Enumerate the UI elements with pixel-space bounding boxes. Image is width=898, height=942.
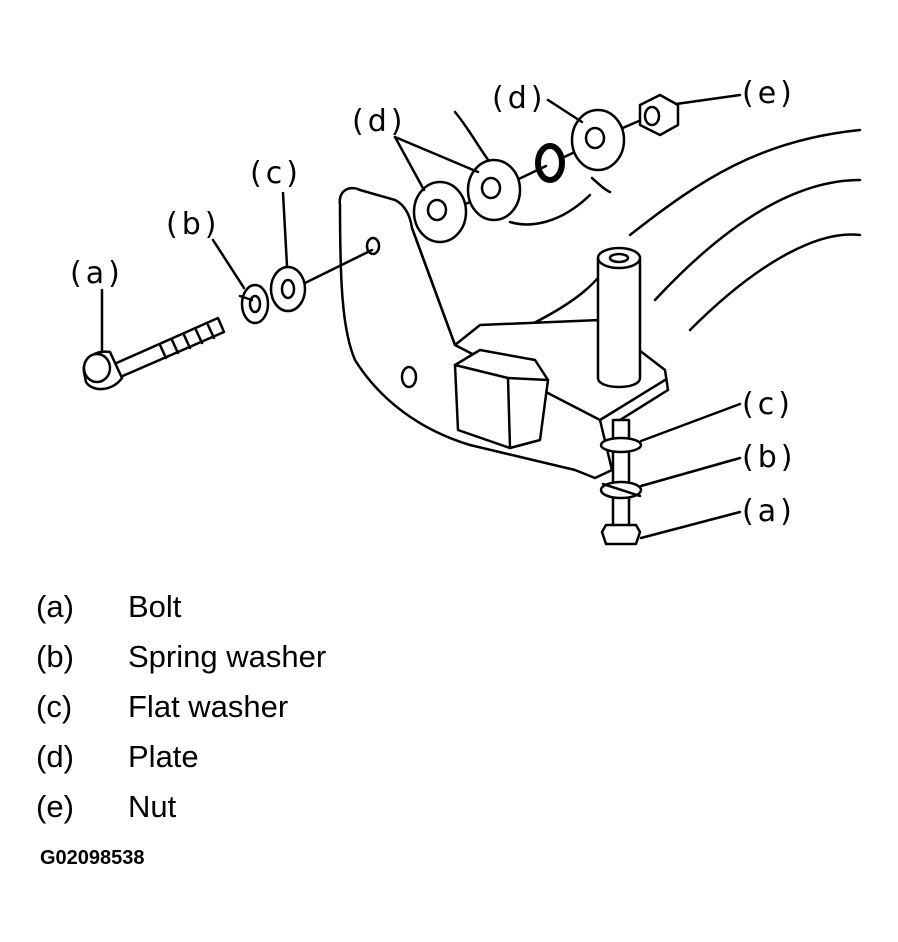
legend-label: Nut bbox=[128, 789, 177, 824]
bushing-ring bbox=[535, 143, 565, 183]
legend-key: (c) bbox=[36, 689, 73, 724]
legend-item-flat-washer: (c) Flat washer bbox=[36, 682, 326, 732]
legend-key: (e) bbox=[36, 789, 74, 824]
callout-a-right: (a) bbox=[742, 494, 796, 529]
upper-fastener-chain bbox=[412, 93, 680, 244]
parts-legend: (a) Bolt (b) Spring washer (c) Flat wash… bbox=[36, 582, 326, 832]
legend-label: Spring washer bbox=[128, 639, 327, 674]
lower-bolt-head bbox=[600, 523, 642, 546]
leader-lines bbox=[100, 93, 742, 540]
callout-d-top: (d) bbox=[492, 81, 546, 116]
legend-label: Bolt bbox=[128, 589, 182, 624]
callout-e-top: (e) bbox=[742, 76, 796, 111]
lower-fastener-stack bbox=[599, 418, 643, 546]
legend-key: (a) bbox=[36, 589, 74, 624]
legend-key: (b) bbox=[36, 639, 74, 674]
lower-flat-washer bbox=[599, 436, 643, 454]
callout-b-right: (b) bbox=[742, 440, 796, 475]
exploded-assembly-diagram: (a) (b) (c) (d) (d) (e) (c) (b) (a) bbox=[70, 76, 862, 546]
callout-c-right: (c) bbox=[742, 387, 794, 422]
legend-key: (d) bbox=[36, 739, 74, 774]
legend-item-spring-washer: (b) Spring washer bbox=[36, 632, 326, 682]
legend-item-nut: (e) Nut bbox=[36, 782, 326, 832]
figure-id: G02098538 bbox=[40, 847, 145, 869]
callout-c-left: (c) bbox=[250, 156, 302, 191]
callout-d-left: (d) bbox=[352, 104, 406, 139]
bushing-block bbox=[453, 348, 550, 450]
bracket-hole-lower bbox=[400, 365, 418, 389]
legend-item-plate: (d) Plate bbox=[36, 732, 326, 782]
left-bolt-shank bbox=[110, 316, 226, 380]
stabilizer-bracket bbox=[338, 186, 670, 480]
legend-label: Flat washer bbox=[128, 689, 289, 724]
callout-a-left: (a) bbox=[70, 256, 124, 291]
left-fastener-chain bbox=[82, 248, 374, 391]
legend-label: Plate bbox=[128, 739, 199, 774]
stud-pipe bbox=[596, 246, 642, 389]
callout-b-left: (b) bbox=[166, 207, 220, 242]
legend-item-bolt: (a) Bolt bbox=[36, 582, 326, 632]
